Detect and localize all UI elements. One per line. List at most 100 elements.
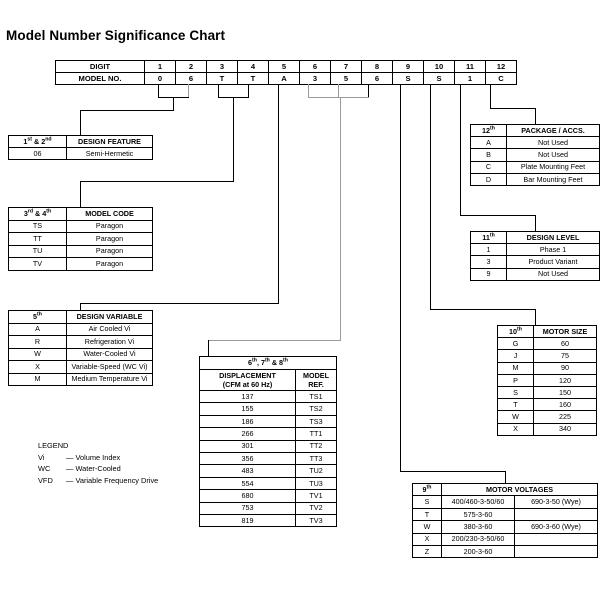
legend-item: Vi— Volume Index	[38, 452, 158, 464]
displacement-value: 356	[199, 451, 296, 466]
digit-cell-3: 3	[206, 60, 238, 73]
model-no-cell-11: 1	[454, 72, 486, 85]
model-ref-col-header: MODEL REF.	[295, 369, 337, 391]
motor-voltages-header-row: 9th MOTOR VOLTAGES	[412, 482, 598, 497]
design-variable-value: Medium Temperature Vi	[66, 372, 153, 386]
connector-d9-drop	[400, 84, 402, 472]
connector-d34-down	[80, 181, 82, 207]
design-level-digit-header: 11th	[470, 230, 507, 245]
model-no-row-label: MODEL NO.	[55, 72, 145, 85]
connector-d9-down	[505, 471, 507, 483]
motor-size-code: X	[497, 422, 534, 436]
table-row: TU Paragon	[8, 244, 153, 258]
displacement-col-header-row: DISPLACEMENT (CFM at 60 Hz) MODEL REF.	[199, 369, 337, 391]
table-row: 06 Semi-Hermetic	[8, 147, 153, 160]
connector-d10-down	[535, 309, 537, 325]
package-value: Plate Mounting Feet	[506, 160, 600, 174]
design-variable-value: Water-Cooled Vi	[66, 347, 153, 361]
legend-title: LEGEND	[38, 441, 69, 450]
model-code-header-row: 3rd & 4th MODEL CODE	[8, 207, 153, 221]
digit-cell-4: 4	[237, 60, 269, 73]
design-level-value: Phase 1	[506, 243, 600, 257]
motor-size-code: S	[497, 385, 534, 400]
model-no-cell-10: S	[423, 72, 455, 85]
design-feature-header-row: 1st & 2nd DESIGN FEATURE	[8, 135, 153, 148]
legend-item: VFD— Variable Frequency Drive	[38, 475, 158, 487]
motor-size-value: 160	[533, 398, 597, 412]
connector-d12d-down	[535, 108, 537, 124]
digit-model-table: DIGIT 1 2 3 4 5 6 7 8 9 10 11 12 MODEL N…	[55, 60, 517, 85]
package-digit-header: 12th	[470, 123, 507, 138]
table-row: TV Paragon	[8, 257, 153, 271]
connector-d9-run	[400, 471, 506, 473]
connector-d678-run	[208, 340, 341, 342]
displacement-value: 266	[199, 427, 296, 441]
motor-voltage-primary: 380-3-60	[441, 520, 515, 534]
model-code-code: TV	[8, 257, 67, 271]
digit-cell-9: 9	[392, 60, 424, 73]
model-ref-value: TU2	[295, 464, 337, 478]
model-ref-value: TT3	[295, 451, 337, 466]
model-no-cell-2: 6	[175, 72, 207, 85]
connector-d11-run	[460, 215, 536, 217]
table-row: A Air Cooled Vi	[8, 322, 153, 336]
design-variable-value: Air Cooled Vi	[66, 322, 153, 336]
displacement-group-header: 6th, 7th & 8th	[199, 356, 337, 370]
design-level-header-row: 11th DESIGN LEVEL	[470, 230, 600, 245]
motor-voltages-title: MOTOR VOLTAGES	[441, 482, 598, 497]
legend-text: Water-Cooled	[75, 464, 121, 473]
digit-cell-12: 12	[485, 60, 517, 73]
model-no-row: MODEL NO. 0 6 T T A 3 5 6 S S 1 C	[55, 72, 517, 85]
motor-voltage-code: X	[412, 532, 442, 546]
motor-voltage-code: Z	[412, 544, 442, 559]
motor-size-digit-header: 10th	[497, 324, 534, 339]
design-feature-digit-header: 1st & 2nd	[8, 135, 67, 148]
package-title: PACKAGE / ACCS.	[506, 123, 600, 138]
design-variable-code: M	[8, 372, 67, 386]
legend-dash: —	[66, 452, 74, 462]
model-code-value: Paragon	[66, 219, 153, 233]
design-feature-title: DESIGN FEATURE	[66, 135, 153, 148]
displacement-value: 137	[199, 389, 296, 404]
design-variable-code: A	[8, 322, 67, 336]
connector-d10-drop	[430, 84, 432, 310]
model-no-cell-3: T	[206, 72, 238, 85]
displacement-value: 554	[199, 476, 296, 491]
table-row: X Variable-Speed (WC Vi)	[8, 360, 153, 374]
design-level-code: 3	[470, 255, 507, 269]
digit-cell-11: 11	[454, 60, 486, 73]
table-row: M Medium Temperature Vi	[8, 372, 153, 386]
model-ref-value: TS1	[295, 389, 337, 404]
motor-size-code: P	[497, 373, 534, 387]
model-ref-value: TV2	[295, 501, 337, 515]
legend-text: Volume Index	[75, 452, 121, 462]
legend-dash: —	[66, 475, 74, 485]
model-no-cell-1: 0	[144, 72, 176, 85]
connector-d5-run	[80, 303, 279, 305]
connector-d34-drop	[233, 97, 235, 182]
legend-item: WC— Water-Cooled	[38, 463, 158, 475]
